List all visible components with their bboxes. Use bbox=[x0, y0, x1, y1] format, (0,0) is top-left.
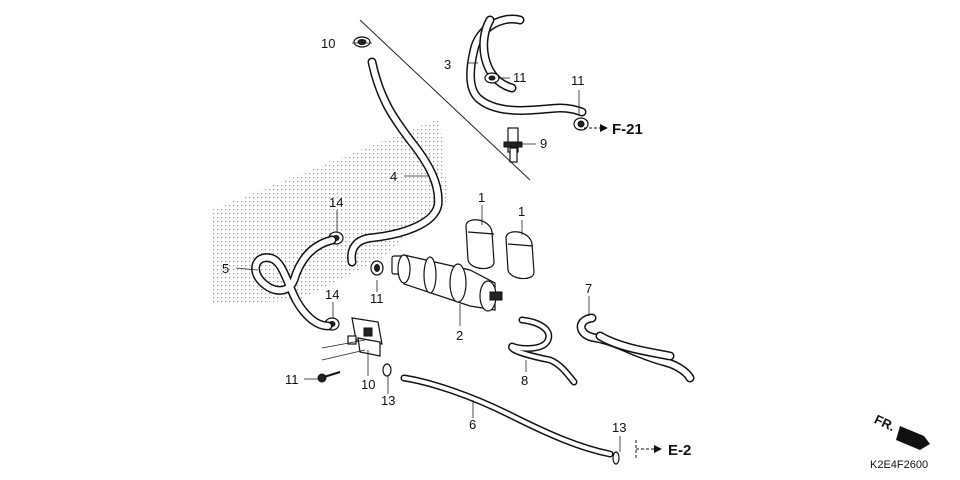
reference-e2: E-2 bbox=[668, 442, 691, 459]
callout-11: 10 bbox=[321, 36, 335, 51]
callout-12: 11 bbox=[285, 372, 299, 387]
reference-arrow-f21 bbox=[584, 124, 608, 132]
callout-6: 6 bbox=[469, 417, 476, 432]
valve-10 bbox=[347, 317, 383, 357]
canister-2 bbox=[391, 254, 503, 312]
leader-lines bbox=[235, 42, 621, 452]
callout-11: 11 bbox=[571, 73, 585, 88]
band-1-right bbox=[505, 231, 535, 280]
hose-5 bbox=[251, 235, 337, 331]
callout-14: 14 bbox=[329, 195, 343, 210]
callout-8: 8 bbox=[521, 373, 528, 388]
callout-1: 1 bbox=[518, 204, 525, 219]
clamp-11-upper-right bbox=[484, 72, 500, 84]
callout-1: 1 bbox=[478, 190, 485, 205]
clip-13-right bbox=[612, 451, 620, 465]
front-indicator: FR. bbox=[872, 412, 897, 434]
bolt-12 bbox=[317, 371, 341, 383]
callout-4: 4 bbox=[390, 169, 397, 184]
reference-f21: F-21 bbox=[612, 121, 643, 138]
callout-14: 14 bbox=[325, 287, 339, 302]
callout-9: 9 bbox=[540, 136, 547, 151]
callout-11: 11 bbox=[370, 291, 384, 306]
callout-3: 3 bbox=[444, 57, 451, 72]
hose-8 bbox=[508, 316, 578, 386]
outline-line bbox=[359, 19, 531, 181]
reference-arrow-e2 bbox=[635, 440, 662, 458]
callout-5: 5 bbox=[222, 261, 229, 276]
callout-13: 13 bbox=[381, 393, 395, 408]
band-1-left bbox=[465, 219, 495, 270]
fitting-9 bbox=[503, 127, 523, 163]
callout-7: 7 bbox=[585, 281, 592, 296]
hose-3 bbox=[466, 14, 587, 117]
hose-7 bbox=[576, 313, 695, 383]
callout-labels: 10 3 11 11 9 1 1 4 14 5 11 14 2 7 8 10 1… bbox=[222, 36, 626, 435]
callout-11: 11 bbox=[513, 70, 527, 85]
callout-2: 2 bbox=[456, 328, 463, 343]
front-arrow-icon bbox=[896, 426, 930, 450]
clamp-11-mid bbox=[370, 260, 384, 276]
clamp-11-top bbox=[353, 36, 371, 48]
callout-13: 13 bbox=[612, 420, 626, 435]
hose-6 bbox=[400, 374, 614, 458]
clip-13-lower bbox=[382, 363, 392, 377]
diagram-code: K2E4F2600 bbox=[870, 459, 928, 471]
clamp-11-right bbox=[573, 117, 589, 131]
hose-4 bbox=[347, 57, 443, 267]
callout-10: 10 bbox=[361, 377, 375, 392]
